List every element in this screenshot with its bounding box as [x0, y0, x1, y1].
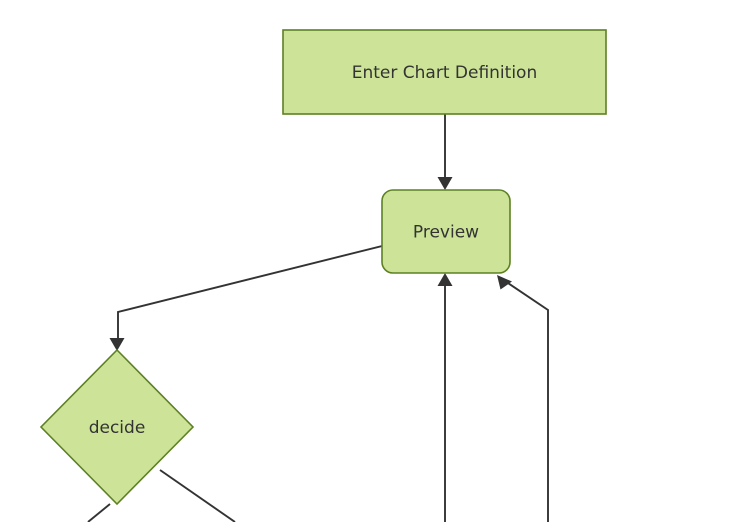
- node-decide-shape[interactable]: [39, 348, 195, 506]
- node-enter-chart-definition[interactable]: Enter Chart Definition: [282, 29, 607, 115]
- edge-decide-out-left: [87, 503, 111, 522]
- arrowhead-into-preview-top: [437, 177, 453, 190]
- edge-incoming-right-to-preview: [501, 278, 549, 522]
- arrowhead-into-decide-top: [109, 338, 125, 351]
- node-decide-label: decide: [89, 418, 146, 438]
- node-enter-chart-definition-shape[interactable]: [282, 29, 607, 115]
- edge-group: [87, 114, 549, 522]
- node-preview-label: Preview: [413, 223, 479, 243]
- node-enter-chart-definition-label: Enter Chart Definition: [352, 63, 537, 83]
- node-decide[interactable]: decide: [39, 348, 195, 506]
- node-preview[interactable]: Preview: [381, 189, 511, 274]
- arrowhead-into-preview-bottom-center: [437, 273, 453, 286]
- node-preview-shape[interactable]: [381, 189, 511, 274]
- edge-decide-out-right: [159, 469, 236, 522]
- edge-preview-to-decide: [117, 245, 383, 344]
- arrowhead-into-preview-bottom-right: [497, 275, 512, 290]
- arrowhead-group: [109, 177, 512, 351]
